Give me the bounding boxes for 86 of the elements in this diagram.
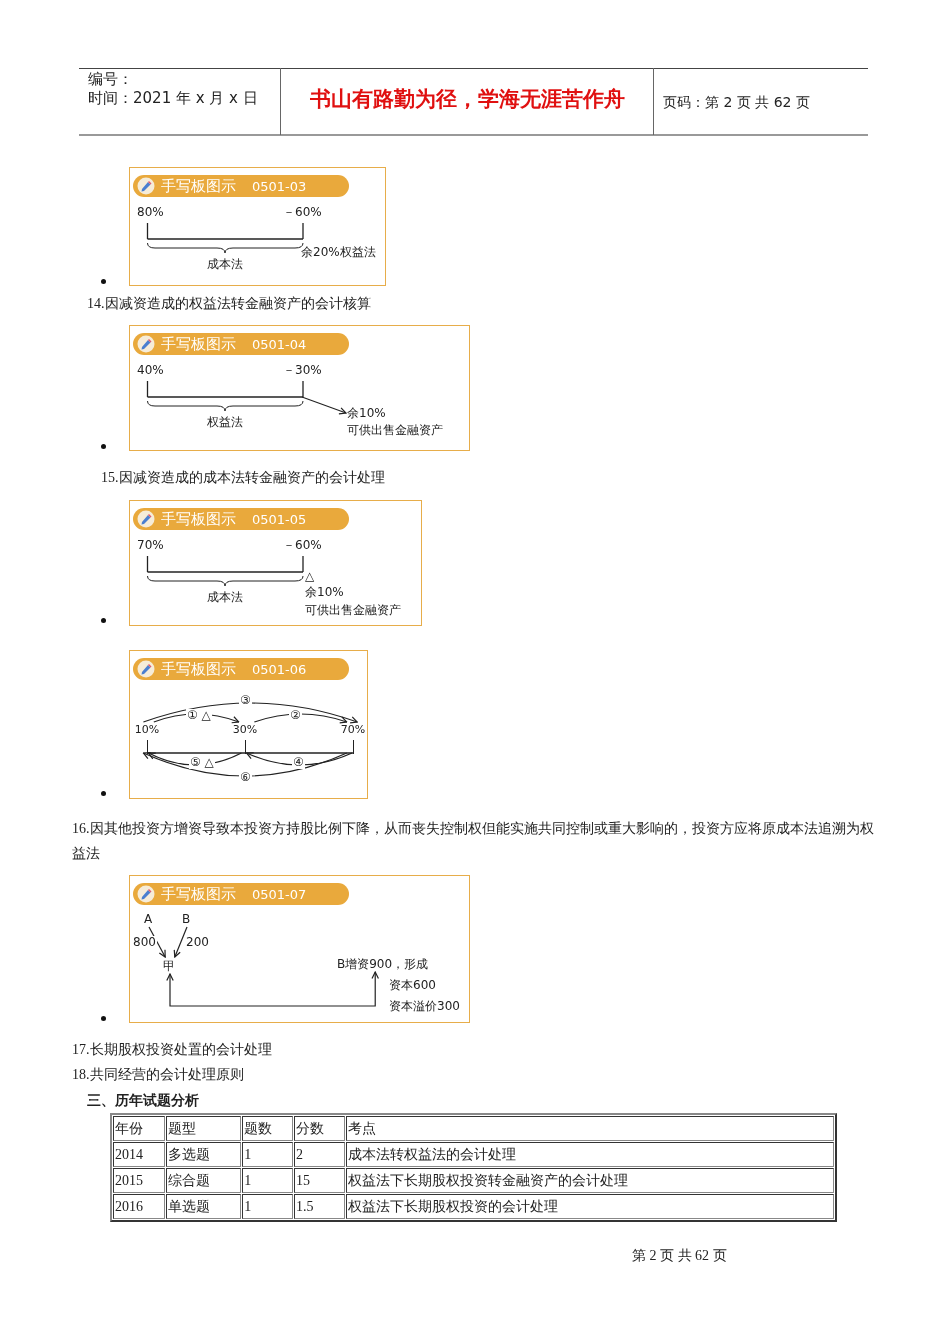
note-text: 资本600 bbox=[389, 978, 436, 993]
table-cell: 单选题 bbox=[165, 1194, 242, 1219]
edge-label: ⑤ △ bbox=[189, 756, 215, 769]
section-heading: 18.共同经营的会计处理原则 bbox=[72, 1066, 244, 1084]
method-label: 权益法 bbox=[207, 415, 243, 430]
table-cell: 综合题 bbox=[165, 1168, 242, 1193]
section-heading: 17.长期股权投资处置的会计处理 bbox=[72, 1041, 272, 1059]
percent-label: －60% bbox=[283, 205, 322, 220]
badge-title: 手写板图示 bbox=[161, 509, 236, 529]
title-badge bbox=[133, 333, 349, 355]
arrow bbox=[253, 713, 348, 724]
table-cell: 成本法转权益法的会计处理 bbox=[345, 1142, 834, 1167]
triangle-mark: △ bbox=[305, 569, 315, 584]
edge-label: ④ bbox=[292, 756, 305, 769]
percent-label: －60% bbox=[283, 538, 322, 553]
column-header: 年份 bbox=[113, 1116, 165, 1141]
column-header: 题数 bbox=[242, 1116, 294, 1141]
diagram-panel bbox=[129, 325, 470, 451]
figure-code: 0501-04 bbox=[252, 336, 307, 352]
method-label: 成本法 bbox=[207, 257, 243, 272]
remainder-label: 余10% bbox=[305, 585, 344, 600]
figure-code: 0501-03 bbox=[252, 178, 307, 194]
section-heading: 15.因减资造成的成本法转金融资产的会计处理 bbox=[101, 469, 385, 487]
diagram-panel bbox=[129, 875, 470, 1023]
edge-label: ① △ bbox=[186, 709, 212, 722]
figure-code: 0501-06 bbox=[252, 661, 307, 677]
badge-title: 手写板图示 bbox=[161, 334, 236, 354]
table-cell: 2015 bbox=[113, 1168, 165, 1193]
percent-label: 80% bbox=[137, 205, 164, 220]
badge-title: 手写板图示 bbox=[161, 176, 236, 196]
percent-label: －30% bbox=[283, 363, 322, 378]
table-cell: 15 bbox=[294, 1168, 345, 1193]
edge-label: 200 bbox=[185, 936, 210, 949]
table-cell: 2014 bbox=[113, 1142, 165, 1167]
letter-label: A bbox=[144, 911, 156, 928]
arrow bbox=[142, 751, 348, 777]
remainder-label: 余20%权益法 bbox=[301, 245, 376, 260]
table-cell: 1 bbox=[242, 1142, 294, 1167]
column-header: 题型 bbox=[165, 1116, 242, 1141]
edge-label: ⑥ bbox=[239, 771, 252, 784]
section-heading: 三、历年试题分析 bbox=[87, 1092, 199, 1110]
title-badge bbox=[133, 175, 349, 197]
figure-code: 0501-05 bbox=[252, 511, 307, 527]
table-cell: 1.5 bbox=[294, 1194, 345, 1219]
edge-label: ③ bbox=[239, 694, 252, 707]
percent-label: 40% bbox=[137, 363, 164, 378]
arrow bbox=[142, 702, 358, 724]
arrow bbox=[166, 971, 379, 1007]
diagram-panel bbox=[129, 500, 422, 626]
percent-label: 70% bbox=[137, 538, 164, 553]
section-heading: 16.因其他投资方增资导致本投资方持股比例下降，从而丧失控制权但能实施共同控制或重大影响的，投资方应将原成本法追溯为权益法 bbox=[72, 820, 875, 863]
arrow bbox=[173, 926, 188, 958]
remainder-label: 余10% 可供出售金融资产 bbox=[347, 405, 465, 441]
edge-label: 800 bbox=[132, 936, 157, 949]
asset-label: 可供出售金融资产 bbox=[305, 603, 401, 618]
table-cell: 2 bbox=[294, 1142, 345, 1167]
note-text: 资本溢价300 bbox=[389, 999, 460, 1014]
letter-label: B bbox=[182, 911, 194, 928]
table-cell: 2016 bbox=[113, 1194, 165, 1219]
arrow bbox=[301, 396, 347, 415]
arrow bbox=[148, 926, 166, 958]
number-field-label: 编号： bbox=[88, 70, 133, 88]
title-badge bbox=[133, 883, 349, 905]
title-badge bbox=[133, 508, 349, 530]
column-header: 考点 bbox=[345, 1116, 834, 1141]
table-cell: 1 bbox=[242, 1194, 294, 1219]
figure-code: 0501-07 bbox=[252, 886, 307, 902]
page-number-text: 页码：第 2 页 共 62 页 bbox=[663, 93, 810, 111]
page-footer-text: 第 2 页 共 62 页 bbox=[632, 1247, 727, 1265]
title-badge bbox=[133, 658, 349, 680]
motto-text: 书山有路勤为径，学海无涯苦作舟 bbox=[308, 90, 626, 108]
entity-label: 甲 bbox=[163, 958, 179, 975]
table-cell: 权益法下长期股权投资的会计处理 bbox=[345, 1194, 834, 1219]
column-header: 分数 bbox=[294, 1116, 345, 1141]
badge-title: 手写板图示 bbox=[161, 659, 236, 679]
date-text: 时间：2021 年 x 月 x 日 bbox=[88, 89, 258, 107]
table-cell: 权益法下长期股权投资转金融资产的会计处理 bbox=[345, 1168, 834, 1193]
edge-label: ② bbox=[289, 709, 302, 722]
arrow bbox=[246, 751, 353, 766]
table-cell: 多选题 bbox=[165, 1142, 242, 1167]
table-cell: 1 bbox=[242, 1168, 294, 1193]
badge-title: 手写板图示 bbox=[161, 884, 236, 904]
method-label: 成本法 bbox=[207, 590, 243, 605]
capital-label: B增资900，形成 bbox=[337, 956, 443, 973]
diagram-panel bbox=[129, 167, 386, 286]
section-heading: 14.因减资造成的权益法转金融资产的会计核算 bbox=[87, 295, 371, 313]
